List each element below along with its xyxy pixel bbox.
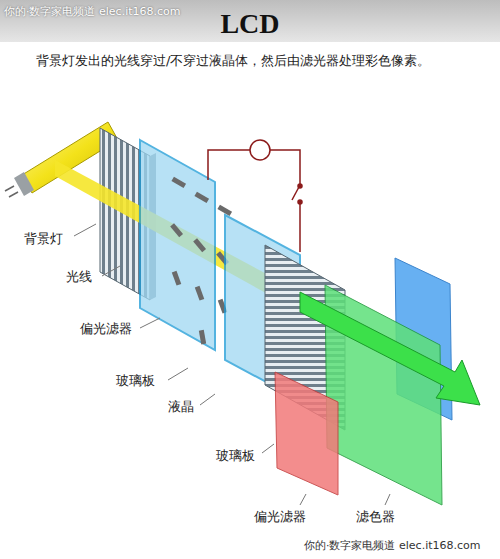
- red-filter: [275, 372, 338, 495]
- watermark: 你的·数字家电频道 elec.it168.com: [304, 539, 480, 554]
- part-name: 滤色器: [356, 508, 395, 526]
- part-name: 玻璃板: [216, 447, 255, 465]
- watermark: 你的·数字家电频道 elec.it168.com: [4, 5, 180, 20]
- description-note: 背景灯发出的光线穿过/不穿过液晶体，然后由滤光器处理彩色像素。: [36, 52, 466, 70]
- output-light-arrow: [300, 292, 480, 405]
- diagram-title: LCD: [220, 5, 279, 43]
- part-name: 背景灯: [24, 230, 63, 248]
- drive-circuit: [208, 140, 302, 252]
- part-name: 玻璃板: [116, 372, 155, 390]
- liquid-crystal-molecules: [170, 177, 232, 345]
- leader-lines: [74, 224, 390, 505]
- glass-plate: [140, 140, 215, 350]
- part-name: 液晶: [168, 398, 194, 416]
- part-name: 偏光滤器: [80, 320, 132, 338]
- part-name: 偏光滤器: [254, 508, 306, 526]
- footer-ground: [0, 536, 500, 559]
- part-name: 光线: [66, 268, 92, 286]
- header-bar: [0, 0, 500, 42]
